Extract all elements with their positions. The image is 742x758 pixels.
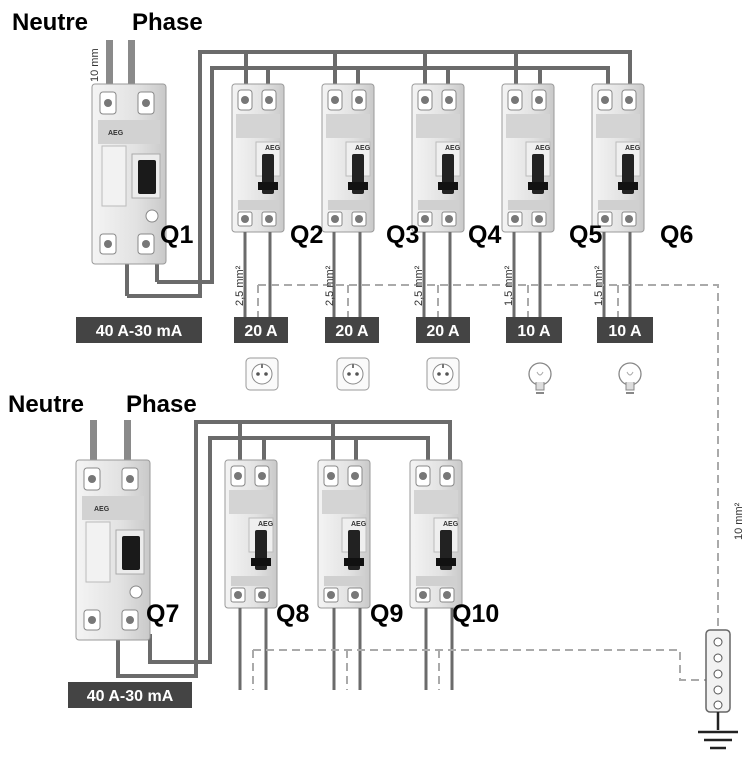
brand-label-q5: AEG: [535, 145, 551, 152]
section-label-q4: 2,5 mm²: [413, 265, 425, 306]
busbar-wires-bottom: [116, 420, 452, 678]
socket-icon: [426, 357, 460, 391]
main-wire-section-label: 10 mm: [89, 48, 101, 82]
incoming-neutral-wire-bottom: [90, 420, 97, 472]
main-breaker-q7: [75, 459, 151, 641]
earth-wires-top: [257, 284, 719, 650]
section-label-q5: 1,5 mm²: [503, 265, 515, 306]
neutral-label-bottom: Neutre: [8, 391, 84, 418]
section-label-q2: 2,5 mm²: [234, 265, 246, 306]
neutral-label-top: Neutre: [12, 9, 88, 36]
breaker-label-q6: Q6: [660, 221, 693, 249]
rating-box-q2: [234, 317, 288, 343]
brand-label-q7: AEG: [94, 506, 110, 513]
brand-label-q2: AEG: [265, 145, 281, 152]
rating-box-q1: [76, 317, 202, 343]
rating-box-q3: [325, 317, 379, 343]
main-breaker-q1: [91, 83, 167, 265]
ground-icon: [698, 712, 738, 750]
socket-icon: [245, 357, 279, 391]
lightbulb-icon: [528, 362, 552, 394]
rating-label-q4: 20 A: [426, 323, 460, 340]
breaker-label-q9: Q9: [370, 600, 403, 628]
breaker-q6: [591, 83, 645, 233]
socket-icon: [336, 357, 370, 391]
earth-section-label: 10 mm²: [733, 502, 742, 540]
incoming-phase-wire-top: [128, 40, 135, 110]
breaker-q8: [224, 459, 278, 609]
breaker-label-q1: Q1: [160, 221, 193, 249]
incoming-phase-wire-bottom: [124, 420, 131, 472]
rating-box-q4: [416, 317, 470, 343]
rating-label-q6: 10 A: [608, 323, 642, 340]
brand-label-q6: AEG: [625, 145, 641, 152]
breaker-label-q8: Q8: [276, 600, 309, 628]
breaker-q3: [321, 83, 375, 233]
brand-label-q1: AEG: [108, 130, 124, 137]
brand-label-q10: AEG: [443, 521, 459, 528]
incoming-neutral-wire-top: [106, 40, 113, 110]
brand-label-q3: AEG: [355, 145, 371, 152]
breaker-q2: [231, 83, 285, 233]
earth-terminal-block: [705, 629, 731, 713]
brand-label-q9: AEG: [351, 521, 367, 528]
earth-wires-bottom: [252, 649, 706, 690]
breaker-label-q10: Q10: [452, 600, 499, 628]
phase-label-top: Phase: [132, 9, 203, 36]
breaker-q5: [501, 83, 555, 233]
breaker-label-q4: Q4: [468, 221, 501, 249]
breaker-q10: [409, 459, 463, 609]
rating-box-q7: [68, 682, 192, 708]
brand-label-q4: AEG: [445, 145, 461, 152]
brand-label-q8: AEG: [258, 521, 274, 528]
breaker-q4: [411, 83, 465, 233]
breaker-label-q5: Q5: [569, 221, 602, 249]
phase-label-bottom: Phase: [126, 391, 197, 418]
outgoing-wires-top: [243, 232, 632, 318]
rating-label-q3: 20 A: [335, 323, 369, 340]
rating-box-q6: [597, 317, 653, 343]
breaker-q9: [317, 459, 371, 609]
breaker-label-q2: Q2: [290, 221, 323, 249]
rating-box-q5: [506, 317, 562, 343]
rating-label-q7: 40 A-30 mA: [87, 688, 174, 705]
lightbulb-icon: [618, 362, 642, 394]
section-label-q3: 2,5 mm²: [324, 265, 336, 306]
rating-label-q2: 20 A: [244, 323, 278, 340]
busbar-wires-top: [125, 50, 632, 298]
rating-label-q5: 10 A: [517, 323, 551, 340]
breaker-label-q7: Q7: [146, 600, 179, 628]
breaker-label-q3: Q3: [386, 221, 419, 249]
rating-label-q1: 40 A-30 mA: [96, 323, 183, 340]
section-label-q6: 1,5 mm²: [593, 265, 605, 306]
